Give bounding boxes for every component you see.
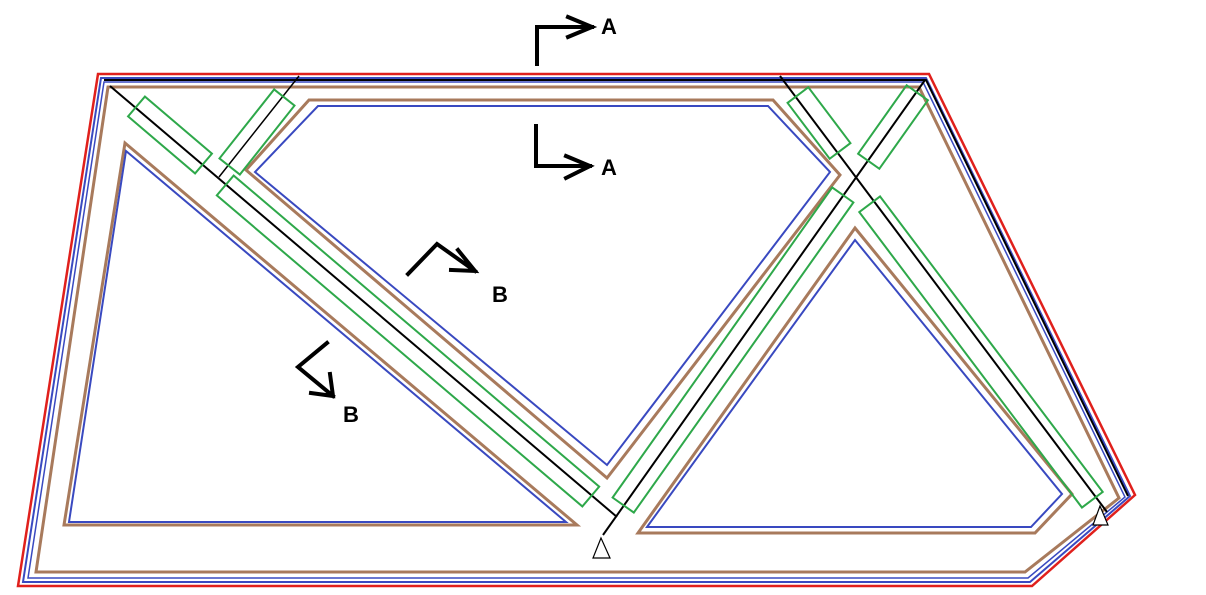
upper-cell-offset	[243, 98, 842, 481]
reinforcement-zone-4	[786, 85, 852, 161]
section-marker-b-upper: B	[405, 241, 508, 307]
outer-blue-outline-inner	[27, 81, 1126, 579]
reinforcement-zones	[126, 83, 1105, 514]
outer-edge-outline	[16, 72, 1137, 588]
support-triangle-left	[592, 536, 611, 559]
inner-cell-boundaries	[67, 105, 1064, 528]
section-marker-a-mid: A	[534, 124, 617, 181]
section-label-a-top: A	[601, 14, 617, 39]
support-triangle-right	[1092, 504, 1109, 526]
outer-blue-outline	[21, 77, 1132, 583]
diagonal-mid-right-centerline	[602, 79, 926, 536]
upper-cell-boundary	[253, 105, 832, 467]
diagonal-left-centerline	[109, 85, 618, 518]
section-marker-a-top: A	[535, 14, 617, 66]
reinforcement-zone-3	[215, 174, 601, 508]
reinforcement-zone-5	[856, 83, 930, 171]
top-chord-centerline	[104, 79, 1129, 497]
section-arrow-icon	[405, 241, 480, 277]
section-markers: A A B B	[294, 14, 617, 427]
supports	[592, 504, 1109, 559]
section-label-a-mid: A	[601, 155, 617, 180]
reinforcement-zone-6	[611, 186, 855, 514]
reinforcement-zone-7	[857, 195, 1105, 509]
offset-lines	[34, 85, 1121, 574]
right-triangle-offset	[635, 225, 1074, 535]
diagonal-right-centerline	[779, 75, 1108, 513]
section-label-b-lower: B	[343, 402, 359, 427]
section-arrow-icon	[534, 124, 595, 181]
left-triangle-boundary	[67, 149, 569, 523]
section-arrow-icon	[535, 14, 598, 66]
reinforcement-zone-1	[126, 95, 214, 175]
member-centerlines	[104, 75, 1129, 536]
outer-red-outline	[16, 72, 1137, 588]
outer-offset-line	[34, 85, 1121, 574]
section-label-b-upper: B	[492, 282, 508, 307]
left-triangle-offset	[62, 140, 582, 527]
main-boundary-outline	[21, 77, 1132, 583]
diagonal-mid-left-centerline	[218, 75, 300, 178]
section-arrow-icon	[294, 340, 336, 399]
section-marker-b-lower: B	[294, 340, 359, 427]
right-triangle-boundary	[645, 238, 1064, 528]
reinforcement-zone-2	[218, 88, 296, 176]
